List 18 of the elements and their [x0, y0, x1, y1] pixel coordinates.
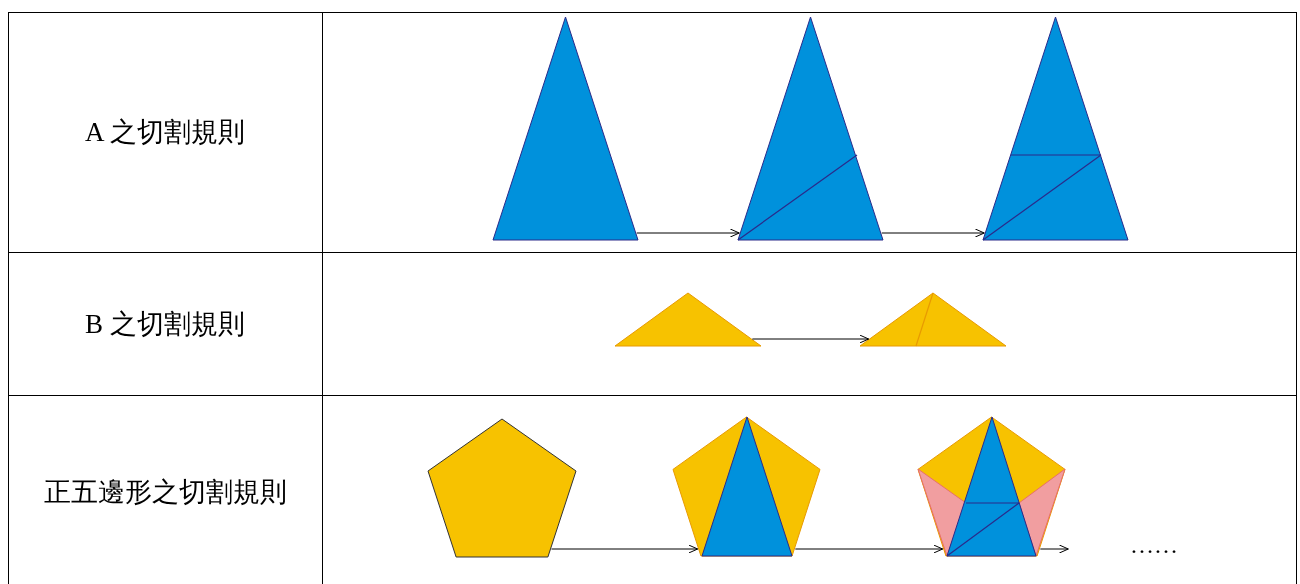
arrow [551, 544, 699, 554]
triangle-shape [492, 16, 639, 241]
cut-pentagon-shape [672, 416, 821, 557]
row-heading: B 之切割規則 [85, 308, 245, 341]
arrow [636, 228, 740, 238]
arrow [751, 334, 870, 344]
row-heading: A 之切割規則 [85, 116, 245, 149]
arrow [794, 544, 944, 554]
ellipsis-text: …… [1130, 532, 1178, 559]
arrow [881, 228, 985, 238]
cut-triangle-shape [859, 292, 1007, 347]
row-heading: 正五邊形之切割規則 [43, 476, 287, 509]
cut-triangle-shape [982, 16, 1129, 241]
cut-pentagon-shape [917, 416, 1066, 557]
pentagon-shape [427, 418, 577, 558]
cut-triangle-shape [737, 16, 884, 241]
triangle-shape [614, 292, 762, 347]
arrow [1039, 544, 1069, 554]
